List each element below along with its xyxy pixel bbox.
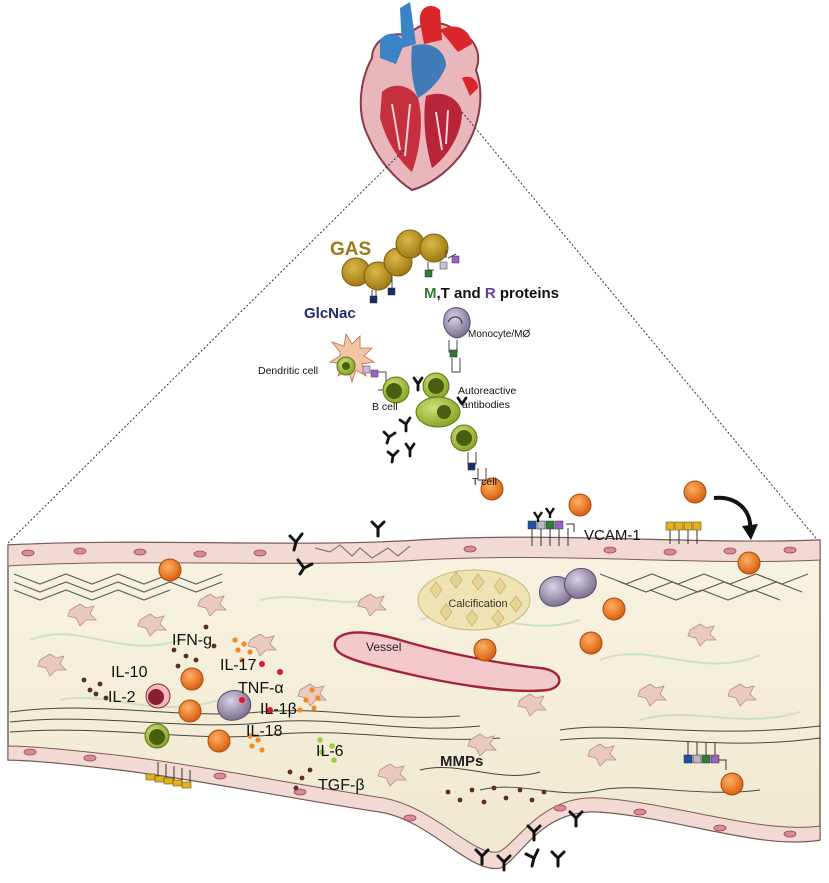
adhesion-receptors-top-right — [665, 480, 758, 544]
endothelial-cells — [21, 545, 797, 838]
lymphocyte-cluster: B cell Autoreactive antibodies — [372, 371, 517, 452]
dendritic-cell-label: Dendritic cell — [258, 365, 318, 377]
vcam-receptors-bottom-right — [683, 742, 727, 770]
zoom-guide-lines — [7, 111, 821, 544]
protein-r-label: R — [485, 285, 496, 302]
migration-arrow-icon — [713, 495, 753, 531]
monocyte-label: Monocyte/MØ — [468, 329, 530, 340]
antibody-group-bottom — [474, 810, 584, 872]
autoreactive-label-line1: Autoreactive — [458, 385, 517, 397]
cytokine-il17-label: IL-17 — [220, 657, 257, 674]
vessel-label: Vessel — [366, 640, 401, 654]
dendritic-cell: Dendritic cell — [258, 332, 379, 384]
calcification-cluster: Calcification — [417, 569, 531, 631]
t-cell: T cell — [467, 452, 504, 501]
blood-vessel: Vessel — [333, 631, 561, 693]
cytokine-labels: IFN-g IL-10 IL-2 IL-17 TNF-α IL-1β IL-18… — [108, 632, 365, 794]
mmps-label: MMPs — [440, 753, 483, 770]
proteins-suffix: proteins — [496, 285, 559, 302]
glcnac-label: GlcNac — [304, 305, 356, 322]
gas-label: GAS — [330, 239, 371, 260]
cytokine-il10-label: IL-10 — [111, 664, 148, 681]
protein-t-label: ,T and — [437, 285, 485, 302]
cytokine-dots — [81, 624, 547, 805]
cytokine-il6-label: IL-6 — [316, 743, 344, 760]
vcam-label: VCAM-1 — [584, 527, 641, 544]
heart-illustration — [359, 2, 482, 192]
vcam-receptors-top: VCAM-1 — [527, 493, 641, 546]
stromal-cells — [37, 593, 757, 787]
cytokine-tnf-label: TNF-α — [238, 680, 284, 697]
autoreactive-label-line2: antibodies — [462, 399, 510, 411]
calcification-label: Calcification — [448, 598, 507, 610]
cytokine-il1b-label: IL-1β — [260, 701, 297, 718]
tissue-t-cells — [158, 551, 761, 796]
proteins-label: M,T and R proteins — [424, 285, 559, 302]
plasma-cells — [144, 683, 171, 749]
t-cell-label: T cell — [472, 476, 497, 488]
cytokine-ifn-label: IFN-g — [172, 632, 212, 649]
b-cell-label: B cell — [372, 401, 398, 413]
antibody-group-center — [382, 376, 468, 464]
gas-bacterium-chain — [341, 229, 460, 304]
protein-m-label: M — [424, 285, 437, 302]
adhesion-receptors-bottom-left — [145, 762, 192, 789]
cytokine-il2-label: IL-2 — [108, 689, 136, 706]
cytokine-tgfb-label: TGF-β — [318, 777, 365, 794]
cytokine-il18-label: IL-18 — [246, 723, 283, 740]
monocyte: Monocyte/MØ — [443, 307, 530, 373]
antibody-group-endothelium — [288, 520, 386, 576]
